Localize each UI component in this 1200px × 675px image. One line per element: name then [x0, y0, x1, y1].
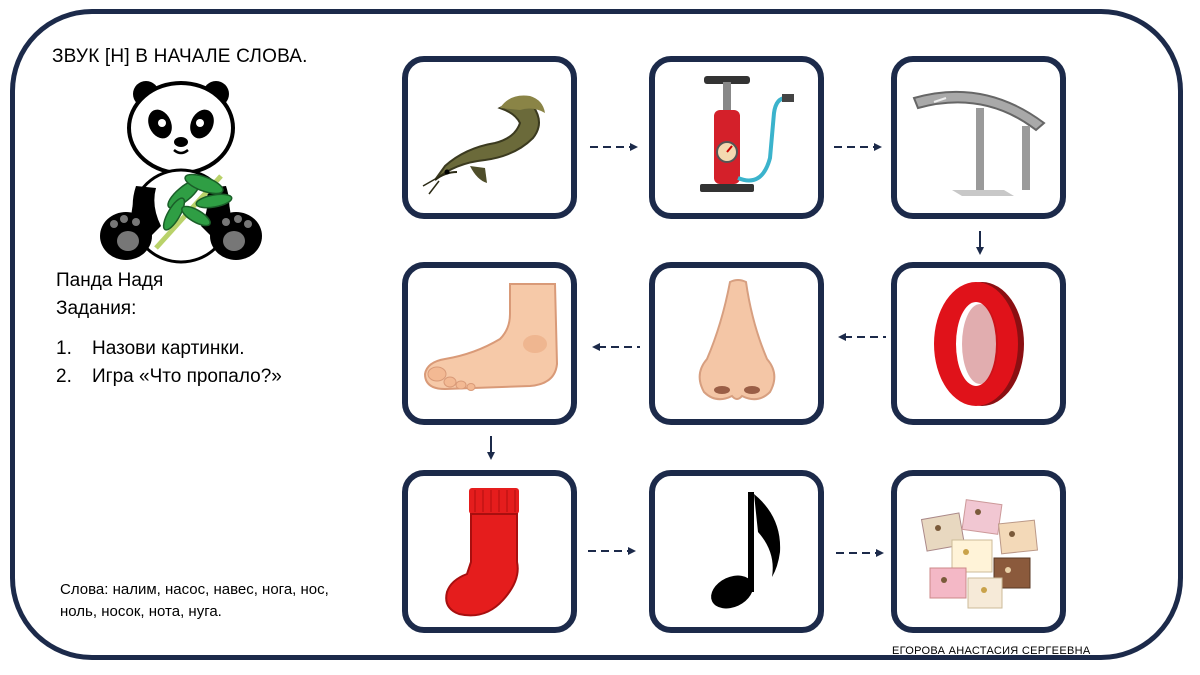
card-nose[interactable] [649, 262, 824, 425]
nose-image [698, 278, 775, 400]
arrow-right-icon [836, 549, 884, 557]
card-note[interactable] [649, 470, 824, 633]
pump-image [699, 75, 794, 192]
sock-image [444, 487, 519, 616]
arrow-right-icon [588, 547, 636, 555]
zero-image [933, 281, 1024, 406]
slide-frame [10, 9, 1183, 660]
note-image [710, 491, 780, 608]
arrow-right-icon [834, 143, 882, 151]
arrow-down-icon [487, 436, 495, 460]
author-credit: ЕГОРОВА АНАСТАСИЯ СЕРГЕЕВНА [892, 645, 1091, 657]
card-canopy[interactable] [891, 56, 1066, 219]
arrow-down-icon [976, 231, 984, 255]
canopy-image [912, 90, 1046, 196]
card-zero[interactable] [891, 262, 1066, 425]
card-nougat[interactable] [891, 470, 1066, 633]
slide-title: ЗВУК [Н] В НАЧАЛЕ СЛОВА. [52, 46, 308, 67]
foot-image [423, 282, 558, 391]
card-fish[interactable] [402, 56, 577, 219]
card-foot[interactable] [402, 262, 577, 425]
nougat-image [920, 498, 1038, 608]
panda-name: Панда Надя [56, 270, 164, 291]
arrow-left-icon [838, 333, 886, 341]
card-pump[interactable] [649, 56, 824, 219]
task-item: 2.Игра «Что пропало?» [56, 366, 282, 387]
arrow-left-icon [592, 343, 640, 351]
words-list: Слова: налим, насос, навес, нога, нос, н… [60, 581, 329, 620]
tasks-list: 1.Назови картинки. 2.Игра «Что пропало?» [56, 337, 282, 393]
arrow-right-icon [590, 143, 638, 151]
card-sock[interactable] [402, 470, 577, 633]
tasks-heading: Задания: [56, 298, 137, 319]
panda-illustration [100, 81, 262, 264]
fish-image [422, 95, 545, 194]
task-item: 1.Назови картинки. [56, 338, 245, 359]
